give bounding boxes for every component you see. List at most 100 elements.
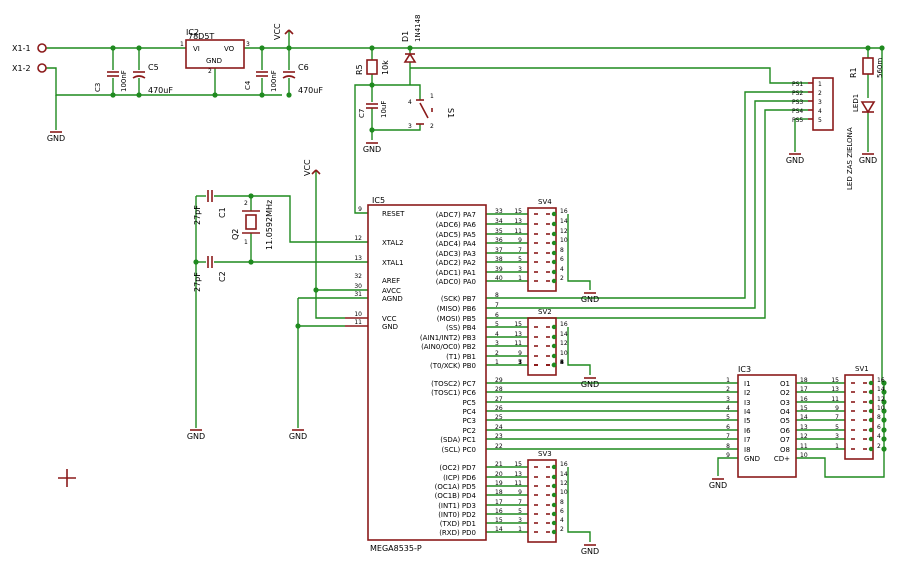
label: O6 — [780, 427, 791, 435]
junction-dot — [881, 436, 887, 442]
label: 3 — [246, 41, 250, 48]
label: O3 — [780, 399, 790, 407]
label: (RXD) PD0 — [439, 529, 476, 537]
label: 3 — [518, 266, 522, 273]
connector-x1-2-label: X1-2 — [12, 64, 31, 73]
label: 10 — [800, 452, 808, 459]
label: (AIN1/INT2) PB3 — [420, 334, 476, 342]
label: (ADC5) PA5 — [436, 231, 476, 239]
label: 18 — [495, 489, 503, 496]
label: 14 — [560, 218, 568, 225]
label: 15 — [800, 405, 808, 412]
label: PS4 — [792, 108, 803, 115]
label: 12 — [800, 433, 808, 440]
header-pad — [868, 436, 874, 442]
label: PC4 — [462, 408, 476, 416]
header-pad — [551, 221, 557, 227]
label: 27pF — [193, 205, 202, 225]
label: 18 — [800, 377, 808, 384]
label: 28 — [495, 386, 503, 393]
header-pad — [551, 269, 557, 275]
wire — [410, 84, 421, 100]
wire-gnd-rail — [46, 67, 282, 96]
label: 8 — [560, 247, 564, 254]
header-pad — [551, 502, 557, 508]
label: 100nF — [120, 70, 128, 92]
junction-dot — [369, 127, 375, 133]
label: Q2 — [231, 229, 240, 240]
wire-sv3-gnd — [567, 467, 591, 542]
label: 4 — [560, 517, 564, 524]
label: I4 — [744, 408, 751, 416]
wire-miso — [486, 100, 808, 309]
label: 8 — [726, 443, 730, 450]
label: 19 — [495, 480, 503, 487]
label: D1 — [401, 31, 410, 42]
label: 40 — [495, 275, 503, 282]
cap-c6 — [282, 75, 296, 79]
buffer-ic3 — [737, 374, 797, 478]
led-value-label: LED ZAS ZIELONA — [846, 127, 854, 190]
label: 30 — [354, 283, 362, 290]
label: PC3 — [462, 417, 476, 425]
header-sv1 — [844, 374, 874, 460]
header-pad — [551, 464, 557, 470]
label: PS5 — [792, 117, 803, 124]
junction-dot — [369, 45, 375, 51]
led1 — [860, 101, 876, 114]
wire-reset — [354, 84, 372, 214]
label: 6 — [560, 359, 564, 366]
label: 26 — [495, 405, 503, 412]
label: 21 — [495, 461, 503, 468]
label: 17 — [800, 386, 808, 393]
label: R5 — [355, 64, 364, 75]
label: 11 — [514, 228, 522, 235]
label: 37 — [495, 247, 503, 254]
label: 11 — [514, 340, 522, 347]
junction-dot — [193, 259, 199, 265]
label: 9 — [358, 206, 362, 213]
label: 3 — [518, 517, 522, 524]
label: C2 — [218, 271, 227, 282]
label: 1 — [818, 81, 822, 88]
junction-dot — [881, 446, 887, 452]
junction-dot — [248, 193, 254, 199]
wire-isp-reset — [410, 67, 808, 84]
junctions — [110, 45, 887, 535]
label: 10k — [381, 60, 390, 75]
label: GND — [206, 57, 222, 65]
wire — [372, 124, 421, 131]
label: 36 — [495, 237, 503, 244]
label: 33 — [495, 208, 503, 215]
label: (ADC2) PA2 — [436, 259, 476, 267]
header-pad — [868, 417, 874, 423]
label: VI — [193, 45, 200, 53]
junction-dot — [295, 323, 301, 329]
label: 11 — [514, 480, 522, 487]
vcc-label-mid: VCC — [303, 159, 312, 176]
label: 13 — [514, 471, 522, 478]
header-pad — [551, 324, 557, 330]
label: (ADC6) PA6 — [436, 221, 477, 229]
label: 2 — [726, 386, 730, 393]
header-pad — [551, 334, 557, 340]
header-pad — [551, 240, 557, 246]
label: 12 — [560, 480, 568, 487]
label: IC3 — [738, 365, 751, 374]
label: 32 — [354, 273, 362, 280]
label: SV4 — [538, 198, 552, 206]
label: 4 — [726, 405, 730, 412]
label: (OC2) PD7 — [439, 464, 476, 472]
label: 7 — [495, 302, 499, 309]
junction-dot — [881, 408, 887, 414]
junction-dot — [865, 45, 871, 51]
label: VCC — [382, 315, 397, 323]
label: O4 — [780, 408, 791, 416]
label: 4 — [560, 359, 564, 366]
label: 5 — [818, 117, 822, 124]
label: (OC1A) PD5 — [435, 483, 476, 491]
label: 10 — [560, 489, 568, 496]
label: (INT0) PD2 — [438, 511, 476, 519]
label: 6 — [560, 256, 564, 263]
label: 10uF — [380, 101, 388, 118]
